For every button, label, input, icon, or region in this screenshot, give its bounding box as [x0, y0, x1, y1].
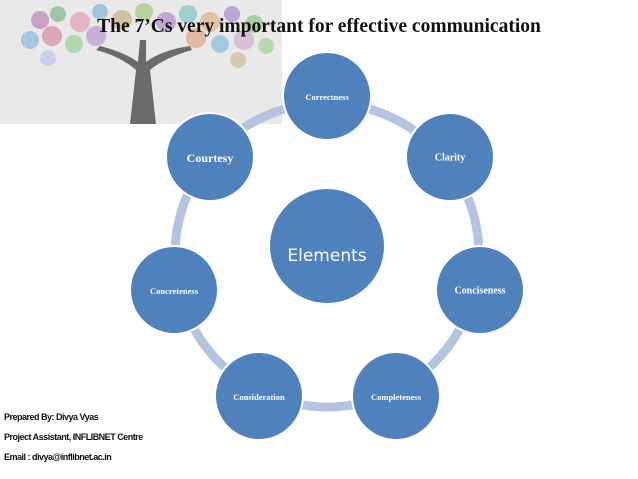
node-conciseness — [435, 245, 525, 335]
node-label-consideration: Consideration — [233, 392, 285, 402]
node-label-courtesy: Courtesy — [187, 151, 234, 165]
node-label-correctness: Correctness — [305, 92, 349, 102]
node-completeness — [351, 351, 441, 441]
node-label-completeness: Completeness — [371, 392, 422, 402]
node-label-concreteness: Concreteness — [150, 286, 199, 296]
node-label-clarity: Clarity — [435, 153, 466, 164]
node-consideration — [214, 351, 304, 441]
tree-trunk — [96, 40, 192, 124]
node-label-conciseness: Conciseness — [454, 286, 505, 297]
page-title: The 7’Cs very important for effective co… — [97, 16, 541, 37]
author-role: Project Assistant, INFLIBNET Centre — [4, 432, 143, 442]
tree-leaves — [21, 3, 274, 68]
center-node — [268, 187, 386, 305]
prepared-by: Prepared By: Divya Vyas — [4, 412, 99, 422]
node-courtesy — [165, 112, 255, 202]
node-correctness — [282, 51, 372, 141]
node-concreteness — [129, 245, 219, 335]
credits: Prepared By: Divya Vyas Project Assistan… — [4, 407, 143, 467]
author-email: Email : divya@inflibnet.ac.in — [4, 452, 112, 462]
tree-illustration — [0, 0, 282, 124]
node-clarity — [405, 112, 495, 202]
center-node-label: Elements — [287, 246, 366, 266]
